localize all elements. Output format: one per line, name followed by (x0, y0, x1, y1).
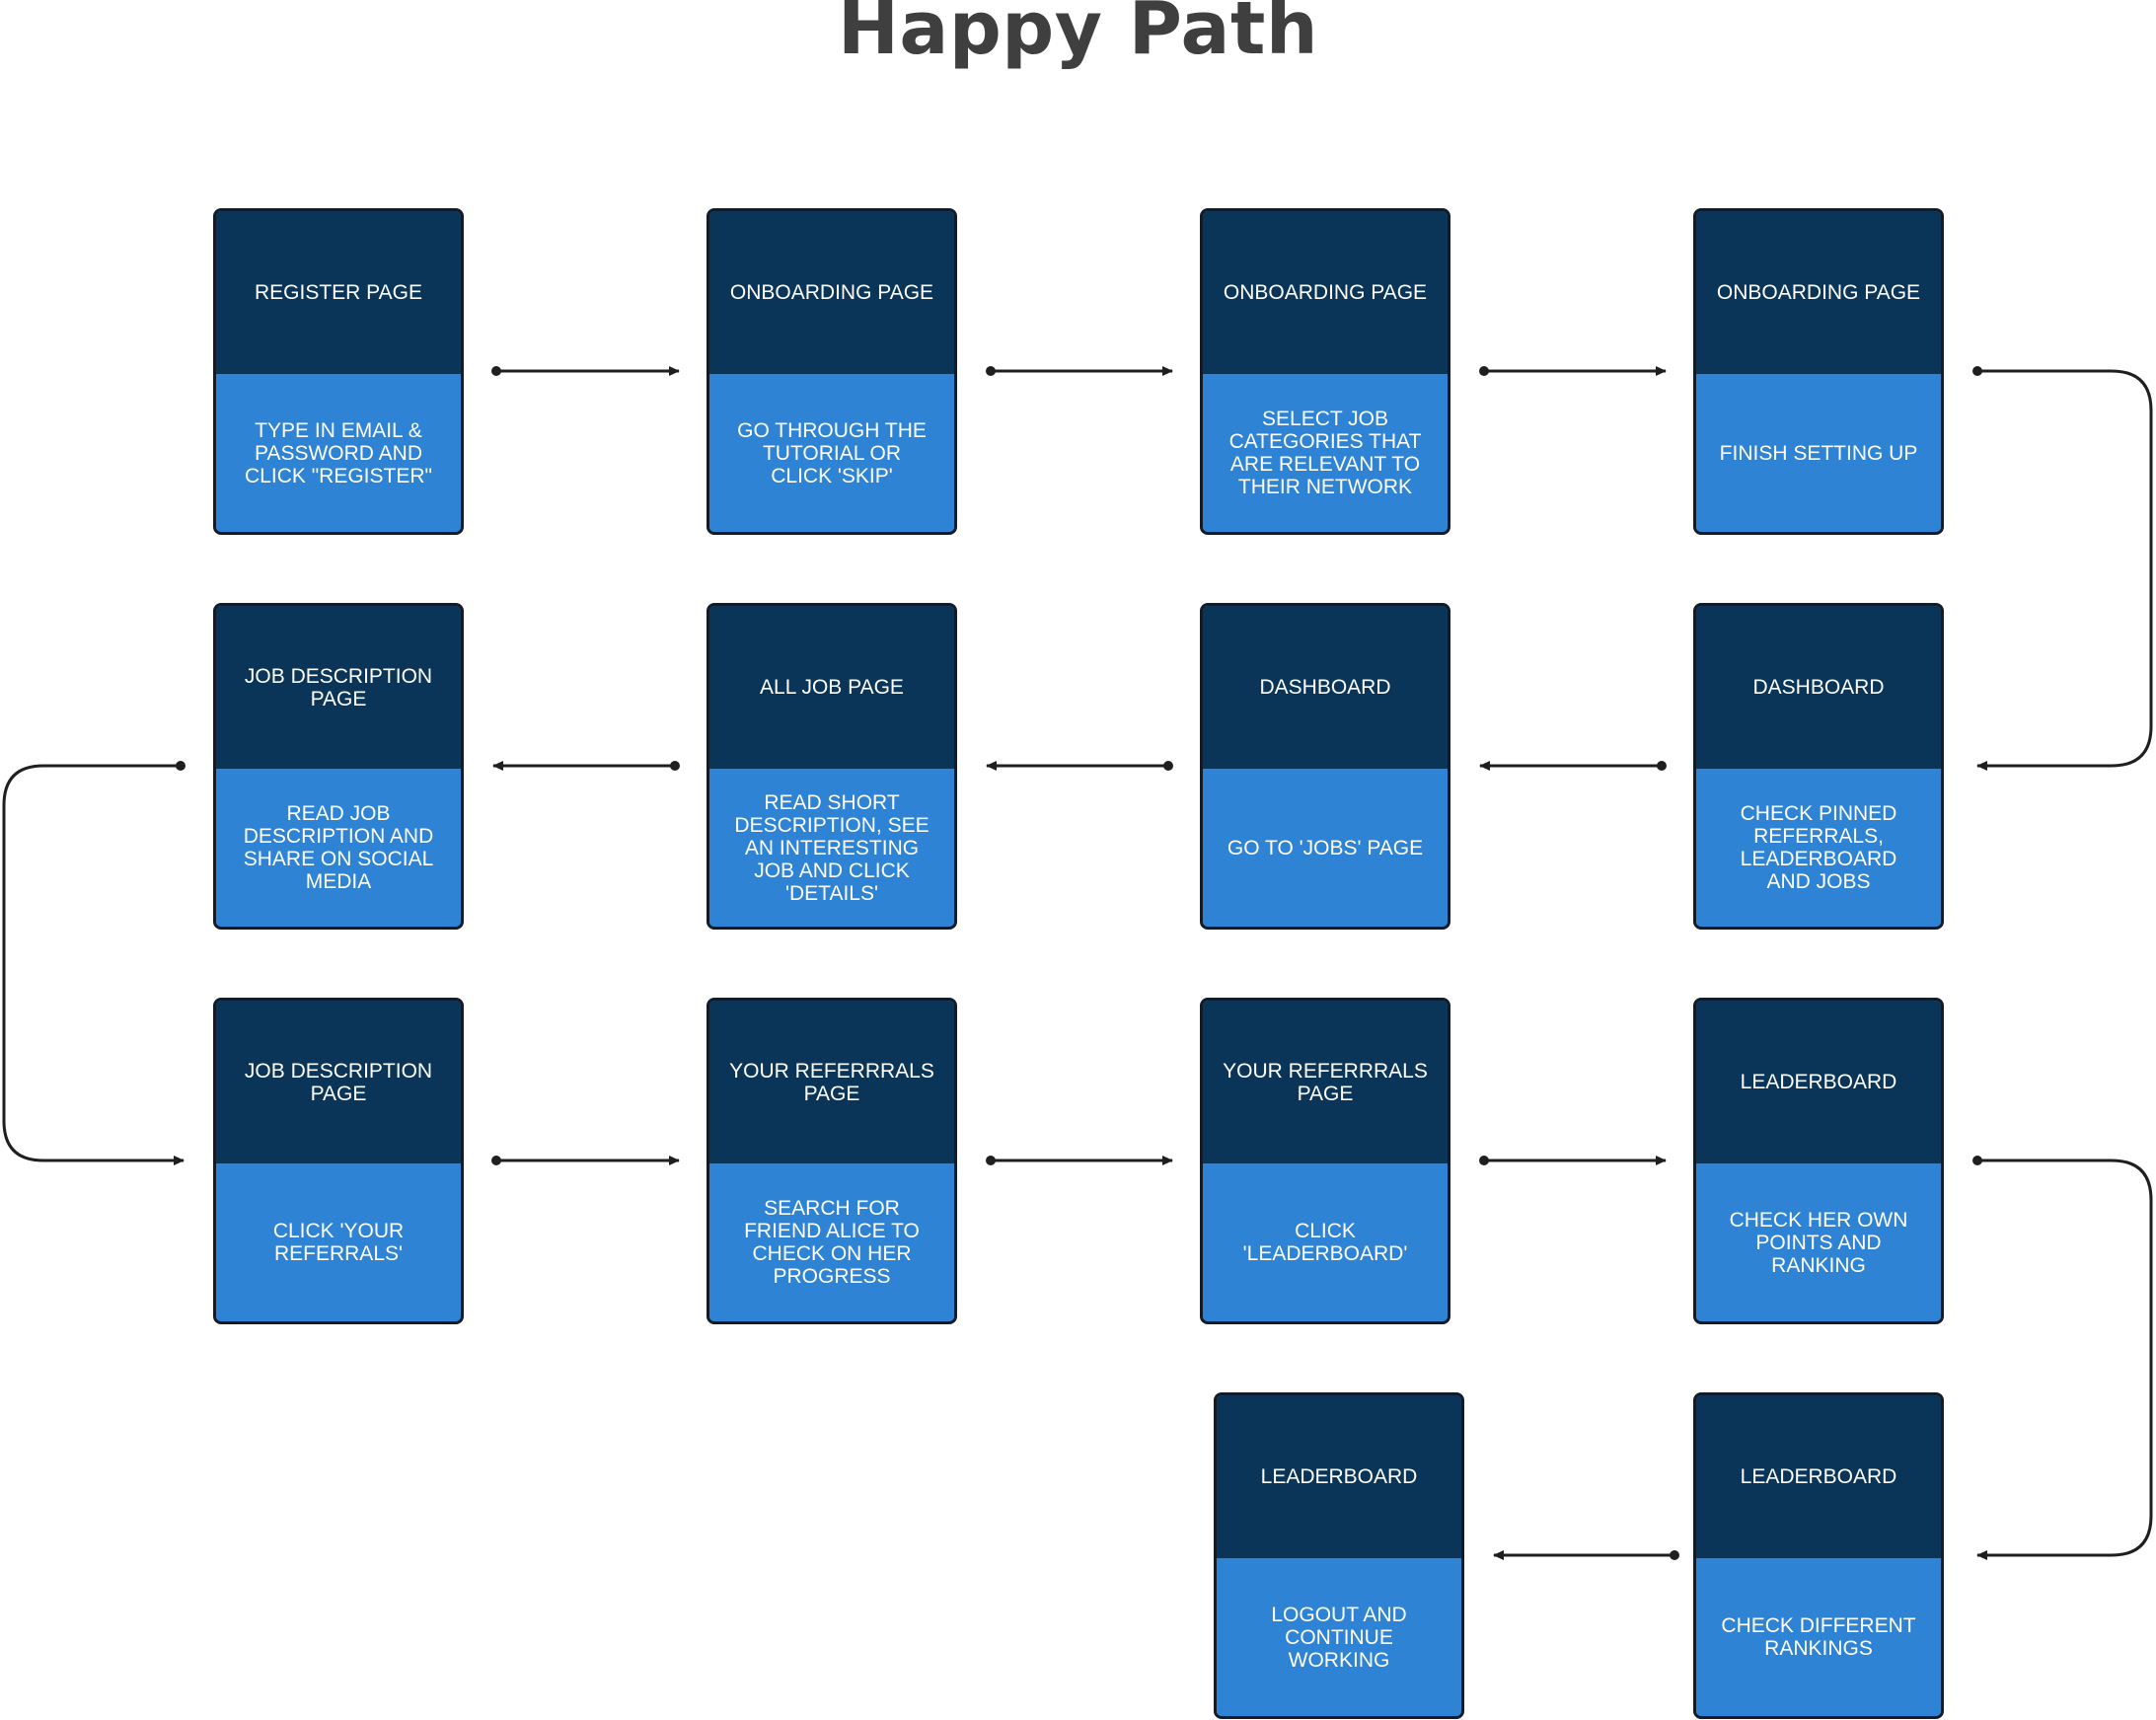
connector-8-9 (2, 764, 185, 1165)
step-card-7: ALL JOB PAGE READ SHORT DESCRIPTION, SEE… (706, 603, 957, 930)
step-card-12: LEADERBOARD CHECK HER OWN POINTS AND RAN… (1693, 998, 1944, 1324)
step-page-label: DASHBOARD (1696, 606, 1941, 769)
step-page-label: REGISTER PAGE (216, 211, 461, 374)
step-action-label: GO THROUGH THE TUTORIAL OR CLICK 'SKIP' (709, 374, 954, 532)
step-action-label: CHECK PINNED REFERRALS, LEADERBOARD AND … (1696, 769, 1941, 927)
step-page-label: LEADERBOARD (1217, 1395, 1461, 1558)
step-action-label: GO TO 'JOBS' PAGE (1203, 769, 1448, 927)
step-card-4: ONBOARDING PAGE FINISH SETTING UP (1693, 208, 1944, 535)
step-action-label: READ JOB DESCRIPTION AND SHARE ON SOCIAL… (216, 769, 461, 927)
step-page-label: DASHBOARD (1203, 606, 1448, 769)
step-card-2: ONBOARDING PAGE GO THROUGH THE TUTORIAL … (706, 208, 957, 535)
step-page-label: ALL JOB PAGE (709, 606, 954, 769)
step-action-label: SEARCH FOR FRIEND ALICE TO CHECK ON HER … (709, 1163, 954, 1321)
step-action-label: LOGOUT AND CONTINUE WORKING (1217, 1558, 1461, 1716)
step-page-label: JOB DESCRIPTION PAGE (216, 606, 461, 769)
step-card-13: LEADERBOARD CHECK DIFFERENT RANKINGS (1693, 1392, 1944, 1719)
step-action-label: READ SHORT DESCRIPTION, SEE AN INTERESTI… (709, 769, 954, 927)
step-card-9: JOB DESCRIPTION PAGE CLICK 'YOUR REFERRA… (213, 998, 464, 1324)
step-action-label: SELECT JOB CATEGORIES THAT ARE RELEVANT … (1203, 374, 1448, 532)
step-page-label: LEADERBOARD (1696, 1395, 1941, 1558)
step-page-label: JOB DESCRIPTION PAGE (216, 1001, 461, 1163)
step-card-11: YOUR REFERRRALS PAGE CLICK 'LEADERBOARD' (1200, 998, 1450, 1324)
step-card-8: JOB DESCRIPTION PAGE READ JOB DESCRIPTIO… (213, 603, 464, 930)
step-page-label: YOUR REFERRRALS PAGE (1203, 1001, 1448, 1163)
step-page-label: ONBOARDING PAGE (1203, 211, 1448, 374)
step-card-1: REGISTER PAGE TYPE IN EMAIL & PASSWORD A… (213, 208, 464, 535)
step-page-label: LEADERBOARD (1696, 1001, 1941, 1163)
step-card-5: DASHBOARD CHECK PINNED REFERRALS, LEADER… (1693, 603, 1944, 930)
step-page-label: YOUR REFERRRALS PAGE (709, 1001, 954, 1163)
step-action-label: TYPE IN EMAIL & PASSWORD AND CLICK "REGI… (216, 374, 461, 532)
connector-4-5 (1976, 369, 2153, 771)
step-card-3: ONBOARDING PAGE SELECT JOB CATEGORIES TH… (1200, 208, 1450, 535)
step-card-10: YOUR REFERRRALS PAGE SEARCH FOR FRIEND A… (706, 998, 957, 1324)
step-action-label: CLICK 'LEADERBOARD' (1203, 1163, 1448, 1321)
step-action-label: CHECK DIFFERENT RANKINGS (1696, 1558, 1941, 1716)
step-page-label: ONBOARDING PAGE (1696, 211, 1941, 374)
connector-12-13 (1976, 1159, 2153, 1560)
diagram-title: Happy Path (837, 0, 1319, 71)
step-action-label: FINISH SETTING UP (1696, 374, 1941, 532)
step-action-label: CLICK 'YOUR REFERRALS' (216, 1163, 461, 1321)
step-card-14: LEADERBOARD LOGOUT AND CONTINUE WORKING (1214, 1392, 1464, 1719)
step-card-6: DASHBOARD GO TO 'JOBS' PAGE (1200, 603, 1450, 930)
step-action-label: CHECK HER OWN POINTS AND RANKING (1696, 1163, 1941, 1321)
step-page-label: ONBOARDING PAGE (709, 211, 954, 374)
